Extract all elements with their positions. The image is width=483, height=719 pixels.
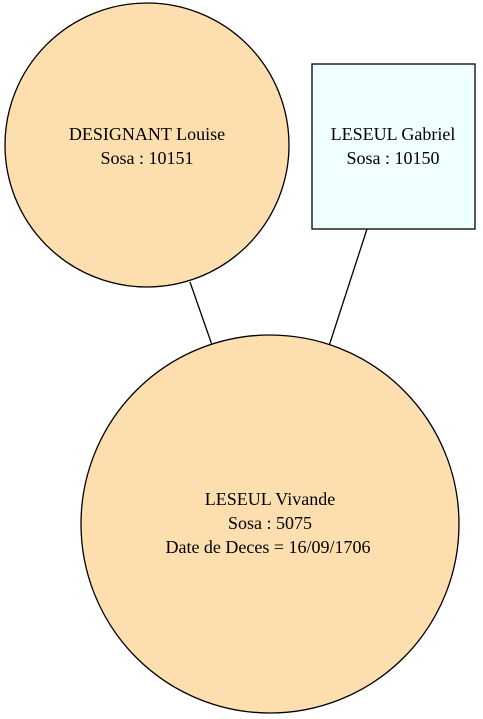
person-sosa: Sosa : 10150 — [346, 148, 439, 168]
person-sosa: Sosa : 5075 — [228, 513, 312, 533]
person-sosa: Sosa : 10151 — [100, 148, 193, 168]
edge-mother-to-child — [189, 281, 213, 346]
male-node-box — [311, 63, 476, 230]
person-death-date: Date de Deces = 16/09/1706 — [165, 537, 370, 557]
person-node-leseul-gabriel[interactable]: LESEUL Gabriel Sosa : 10150 — [311, 63, 476, 230]
edge-father-to-child — [328, 228, 368, 347]
female-node-circle — [4, 2, 290, 288]
person-name: LESEUL Vivande — [205, 489, 335, 509]
person-name: LESEUL Gabriel — [331, 124, 456, 144]
person-name: DESIGNANT Louise — [69, 124, 225, 144]
person-node-leseul-vivande[interactable]: LESEUL Vivande Sosa : 5075 Date de Deces… — [80, 334, 460, 714]
person-node-designant-louise[interactable]: DESIGNANT Louise Sosa : 10151 — [4, 2, 290, 288]
female-node-circle — [80, 334, 460, 714]
